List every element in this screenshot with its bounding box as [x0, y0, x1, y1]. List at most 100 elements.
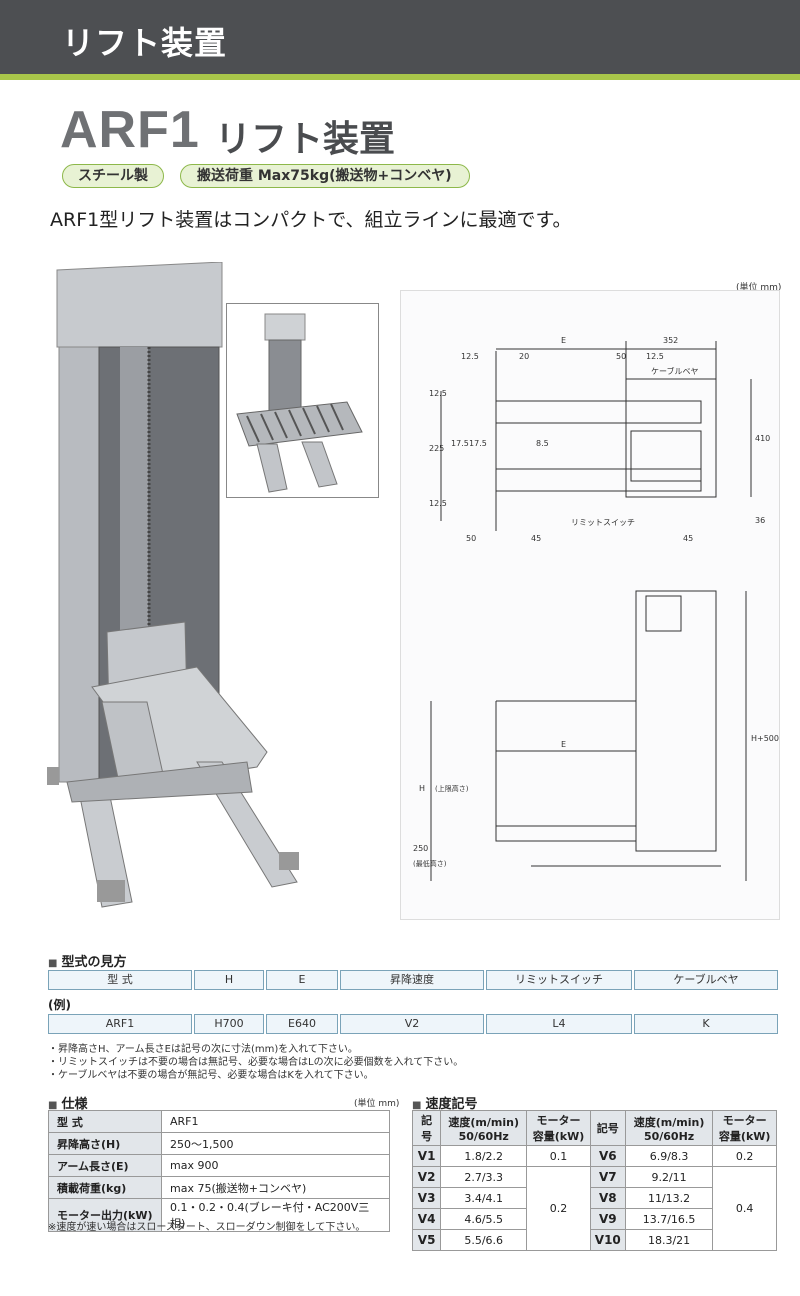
technical-drawing: E 352 12.5 20 50 12.5 ケーブルベヤ 12.5 225 17…: [400, 290, 780, 920]
dim-12-5a: 12.5: [461, 352, 479, 361]
speed-value: 13.7/16.5: [624, 1208, 714, 1230]
inset-photo: [226, 303, 379, 498]
dim-410: 410: [755, 434, 770, 443]
load-tag: 搬送荷重 Max75kg(搬送物+コンベヤ): [180, 164, 470, 188]
table-row: 積載荷重(kg)max 75(搬送物+コンベヤ): [48, 1176, 390, 1199]
table-header-row: 記号 速度(m/min) 50/60Hz モーター 容量(kW) 記号 速度(m…: [411, 1110, 777, 1146]
speed-col-motor: モーター 容量(kW): [526, 1110, 591, 1146]
speed-value: 18.3/21: [624, 1229, 714, 1251]
speed-code: V3: [411, 1187, 442, 1209]
speed-code: V7: [589, 1166, 626, 1188]
spec-value: max 75(搬送物+コンベヤ): [161, 1176, 390, 1199]
code-header-speed: 昇降速度: [340, 970, 484, 990]
model-title: ARF1: [60, 101, 200, 159]
spec-key: 昇降高さ(H): [48, 1132, 162, 1155]
example-label: (例): [48, 998, 71, 1012]
speed-value: 3.4/4.1: [440, 1187, 528, 1209]
dim-v12-5: 12.5: [429, 389, 447, 398]
spec-value: 250〜1,500: [161, 1132, 390, 1155]
speed-table: 記号 速度(m/min) 50/60Hz モーター 容量(kW) 記号 速度(m…: [411, 1110, 777, 1251]
code-example-cable: K: [634, 1014, 778, 1034]
speed-value: 5.5/6.6: [440, 1229, 528, 1251]
table-row: モーター出力(kW)0.1・0.2・0.4(ブレーキ付・AC200V三相): [48, 1198, 390, 1232]
spec-value: ARF1: [161, 1110, 390, 1133]
speed-value: 4.6/5.5: [440, 1208, 528, 1230]
spec-note: ※速度が速い場合はスロースタート、スローダウン制御をして下さい。: [48, 1222, 366, 1233]
dim-H: H: [419, 784, 425, 793]
dim-250: 250: [413, 844, 428, 853]
table-row: V4 4.6/5.5 V9 13.7/16.5: [411, 1208, 777, 1230]
code-example-e: E640: [266, 1014, 338, 1034]
code-example-limit: L4: [486, 1014, 632, 1034]
motor-value: 0.1: [526, 1145, 591, 1167]
dim-H-sub: (上限高さ): [435, 784, 469, 793]
dim-225: 225: [429, 444, 444, 453]
dim-12-5b: 12.5: [646, 352, 664, 361]
dim-17-5a: 17.5: [451, 439, 469, 448]
code-header-h: H: [194, 970, 264, 990]
dim-50a: 50: [616, 352, 626, 361]
code-example-h: H700: [194, 1014, 264, 1034]
speed-value: 9.2/11: [624, 1166, 714, 1188]
speed-col-speed: 速度(m/min) 50/60Hz: [440, 1110, 528, 1146]
code-header-cable: ケーブルベヤ: [634, 970, 778, 990]
dim-17-5b: 17.5: [469, 439, 487, 448]
dim-b50: 50: [466, 534, 476, 543]
table-row: V2 2.7/3.3 0.2 V7 9.2/11 0.4: [411, 1166, 777, 1251]
model-subtitle: リフト装置: [215, 119, 396, 160]
dim-250-sub: (最低高さ): [413, 859, 447, 868]
dim-8-5: 8.5: [536, 439, 549, 448]
speed-heading: 速度記号: [412, 1093, 477, 1112]
code-example-speed: V2: [340, 1014, 484, 1034]
speed-col-speed2: 速度(m/min) 50/60Hz: [624, 1110, 714, 1146]
dim-b45a: 45: [531, 534, 541, 543]
model-code-heading: 型式の見方: [48, 951, 126, 970]
speed-value: 6.9/8.3: [624, 1145, 714, 1167]
dim-E2: E: [561, 740, 566, 749]
spec-unit: (単位 mm): [354, 1099, 400, 1109]
speed-code: V8: [589, 1187, 626, 1209]
table-row: 昇降高さ(H)250〜1,500: [48, 1132, 390, 1155]
speed-code: V5: [411, 1229, 442, 1251]
code-header-limit: リミットスイッチ: [486, 970, 632, 990]
speed-col-code: 記号: [411, 1110, 442, 1146]
spec-value: max 900: [161, 1154, 390, 1177]
speed-code: V6: [589, 1145, 626, 1167]
speed-code: V10: [589, 1229, 626, 1251]
header-title: リフト装置: [62, 24, 228, 62]
spec-key: 型 式: [48, 1110, 162, 1133]
code-note-2: ・リミットスイッチは不要の場合は無記号、必要な場合はLの次に必要個数を入れて下さ…: [48, 1057, 464, 1068]
spec-value: 0.1・0.2・0.4(ブレーキ付・AC200V三相): [161, 1198, 390, 1232]
table-row: アーム長さ(E)max 900: [48, 1154, 390, 1177]
dim-b45b: 45: [683, 534, 693, 543]
speed-col-motor2: モーター 容量(kW): [712, 1110, 777, 1146]
code-note-1: ・昇降高さH、アーム長さEは記号の次に寸法(mm)を入れて下さい。: [48, 1044, 358, 1055]
cable-label: ケーブルベヤ: [651, 366, 699, 376]
header-bar: [0, 0, 800, 80]
motor-value: 0.4: [712, 1166, 777, 1251]
dim-H500: H+500: [751, 734, 779, 743]
intro-text: ARF1型リフト装置はコンパクトで、組立ラインに最適です。: [50, 209, 572, 231]
speed-value: 1.8/2.2: [440, 1145, 528, 1167]
code-header-type: 型 式: [48, 970, 192, 990]
motor-value: 0.2: [712, 1145, 777, 1167]
table-row: V5 5.5/6.6 V10 18.3/21: [411, 1229, 777, 1251]
speed-code: V2: [411, 1166, 442, 1188]
speed-value: 2.7/3.3: [440, 1166, 528, 1188]
dim-352: 352: [663, 336, 678, 345]
material-tag: スチール製: [62, 164, 164, 188]
speed-code: V1: [411, 1145, 442, 1167]
code-header-e: E: [266, 970, 338, 990]
spec-key: アーム長さ(E): [48, 1154, 162, 1177]
dim-E: E: [561, 336, 566, 345]
drawing-unit: (単位 mm): [736, 283, 782, 293]
speed-code: V9: [589, 1208, 626, 1230]
speed-col-code2: 記号: [589, 1110, 626, 1146]
dim-20: 20: [519, 352, 529, 361]
limit-switch-label: リミットスイッチ: [571, 518, 635, 527]
spec-key: モーター出力(kW): [48, 1198, 162, 1232]
dim-v12-5b: 12.5: [429, 499, 447, 508]
spec-heading: 仕様: [48, 1093, 87, 1112]
